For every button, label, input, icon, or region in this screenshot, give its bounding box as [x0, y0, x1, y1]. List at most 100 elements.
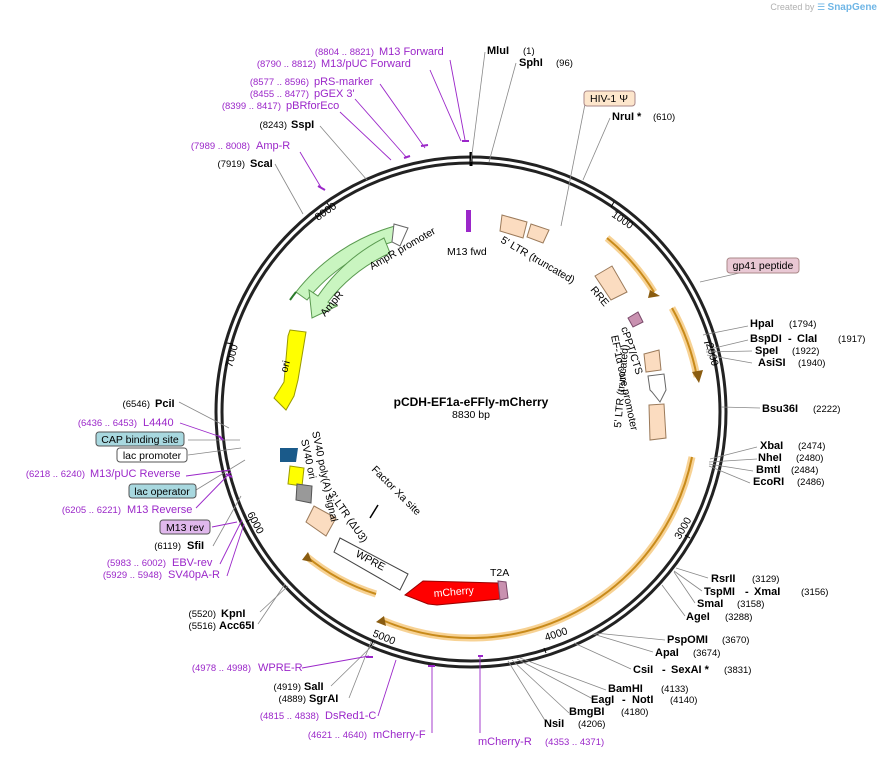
- enzyme-xmai: XmaI: [754, 586, 780, 598]
- leader-hpai: [702, 325, 749, 336]
- primer-lines: [179, 59, 481, 733]
- leader-bspdi: [705, 339, 749, 351]
- primer-pgex: pGEX 3': [314, 88, 355, 100]
- enzyme-pcii: PciI: [155, 398, 175, 410]
- leader-mlui: [470, 51, 486, 163]
- leader-agei: [661, 584, 686, 617]
- enzyme-apai: ApaI: [655, 647, 679, 659]
- primer-leader-ebv: [219, 519, 243, 565]
- enzyme-agei-pos: (3288): [725, 612, 752, 623]
- leader-nhei: [708, 458, 758, 463]
- primer-leader-m13fwd: [449, 59, 466, 141]
- enzyme-bamhi: BamHI: [608, 683, 643, 695]
- primer-leader-pbr: [339, 111, 392, 161]
- feature-factor-xa: Factor Xa site: [369, 464, 423, 518]
- primer-pbr-pos: (8399 .. 8417): [222, 101, 281, 112]
- leader-lacop: [195, 459, 246, 491]
- snapgene-credit: Created by ☰ SnapGene: [770, 2, 877, 13]
- ori-shape: [273, 329, 307, 411]
- primer-ebv-pos: (5983 .. 6002): [107, 558, 166, 569]
- enzyme-clai-sep: -: [788, 333, 792, 345]
- tick-8000: [326, 202, 331, 208]
- primer-mark-l4440: [218, 435, 224, 441]
- enzyme-hpai-pos: (1794): [789, 319, 816, 330]
- enzyme-bamhi-pos: (4133): [661, 684, 688, 695]
- enzyme-bsu36i: Bsu36I: [762, 403, 798, 415]
- tick-1000: [610, 201, 615, 208]
- primer-m13puc-pos: (8790 .. 8812): [257, 59, 316, 70]
- orf-arrowhead-1: [648, 290, 660, 298]
- credit-brand: SnapGene: [827, 2, 877, 13]
- tick-7000: [226, 342, 234, 345]
- ef1a-shape: [643, 349, 662, 373]
- primer-l4440-pos: (6436 .. 6453): [78, 418, 137, 429]
- leader-bsu36i: [720, 406, 761, 409]
- enzyme-xbai: XbaI: [760, 440, 783, 452]
- orf-arcs: [302, 235, 703, 642]
- tick-2000: [703, 341, 711, 344]
- primer-ebv: EBV-rev: [172, 557, 213, 569]
- primer-m13fwd-pos: (8804 .. 8821): [315, 47, 374, 58]
- primer-m13pucrev: M13/pUC Reverse: [90, 468, 180, 480]
- enzyme-pcii-pos: (6546): [123, 399, 150, 410]
- orf-arrowhead-4: [302, 552, 312, 562]
- primer-wpre: WPRE-R: [258, 662, 303, 674]
- enzyme-bmgbi: BmgBI: [569, 706, 604, 718]
- enzyme-mlui: MluI: [487, 45, 509, 57]
- enzyme-agei: AgeI: [686, 611, 710, 623]
- enzyme-eagi: EagI: [591, 694, 614, 706]
- primer-leader-dsred: [377, 659, 397, 717]
- leader-nsii: [507, 660, 547, 723]
- enzyme-sphi: SphI: [519, 57, 543, 69]
- primer-dsred: DsRed1-C: [325, 710, 376, 722]
- primer-prs: pRS-marker: [314, 76, 374, 88]
- enzyme-sspi-pos: (8243): [260, 120, 287, 131]
- enzyme-bsu36i-pos: (2222): [813, 404, 840, 415]
- primer-mark-m13rev: [225, 473, 233, 478]
- enzyme-acc65i: Acc65I: [219, 620, 254, 632]
- primer-m13puc: M13/pUC Forward: [321, 58, 411, 70]
- ltr5-trunc-shape: [648, 403, 667, 441]
- enzyme-apai-pos: (3674): [693, 648, 720, 659]
- enzyme-xmai-sep: -: [745, 586, 749, 598]
- enzyme-sfii: SfiI: [187, 540, 204, 552]
- orf-arrowhead-2: [692, 370, 703, 383]
- enzyme-sexai-sep: -: [662, 664, 666, 676]
- t2a-shape: [497, 580, 509, 601]
- leader-sspi: [319, 125, 368, 181]
- gp41-label: gp41 peptide: [733, 260, 794, 272]
- orf-arc-2: [668, 306, 701, 378]
- leader-pcii: [178, 401, 230, 429]
- tick-3000: [684, 534, 691, 539]
- leader-bamhi: [519, 657, 607, 691]
- enzyme-ecori: EcoRI: [753, 476, 784, 488]
- enzyme-sphi-pos: (96): [556, 58, 573, 69]
- enzyme-csii: CsiI: [633, 664, 653, 676]
- enzyme-rsrii-pos: (3129): [752, 574, 779, 585]
- enzyme-sfii-pos: (6119): [154, 541, 181, 552]
- primer-mcherryf: mCherry-F: [373, 729, 426, 741]
- enzyme-sgrai-pos: (4889): [279, 694, 306, 705]
- primer-prs-pos: (8577 .. 8596): [250, 77, 309, 88]
- tick-6000: [245, 518, 252, 523]
- ampr-promoter-arrow: [391, 223, 409, 247]
- leader-xbai: [709, 446, 758, 460]
- primer-mcherryr: mCherry-R: [478, 736, 532, 748]
- leader-bmti: [708, 463, 754, 472]
- primer-leader-wpre: [301, 655, 370, 669]
- enzyme-csii-pos: (3831): [724, 665, 751, 676]
- hiv-label: HIV-1 Ψ: [590, 93, 628, 105]
- lac-promoter-label: lac promoter: [123, 450, 182, 462]
- enzyme-kpni: KpnI: [221, 608, 245, 620]
- enzyme-nhei-pos: (2480): [796, 453, 823, 464]
- leader-apai: [592, 633, 654, 653]
- leader-lines: [178, 51, 771, 723]
- enzyme-bspdi-pos: (1917): [838, 334, 865, 345]
- lac-operator-label: lac operator: [134, 486, 190, 498]
- enzyme-nhei: NheI: [758, 452, 782, 464]
- tick-5000: [370, 640, 374, 647]
- primer-mark-ampr: [317, 185, 326, 191]
- enzyme-sspi: SspI: [291, 119, 314, 131]
- leader-smai: [673, 571, 696, 604]
- leader-asisi: [706, 354, 753, 364]
